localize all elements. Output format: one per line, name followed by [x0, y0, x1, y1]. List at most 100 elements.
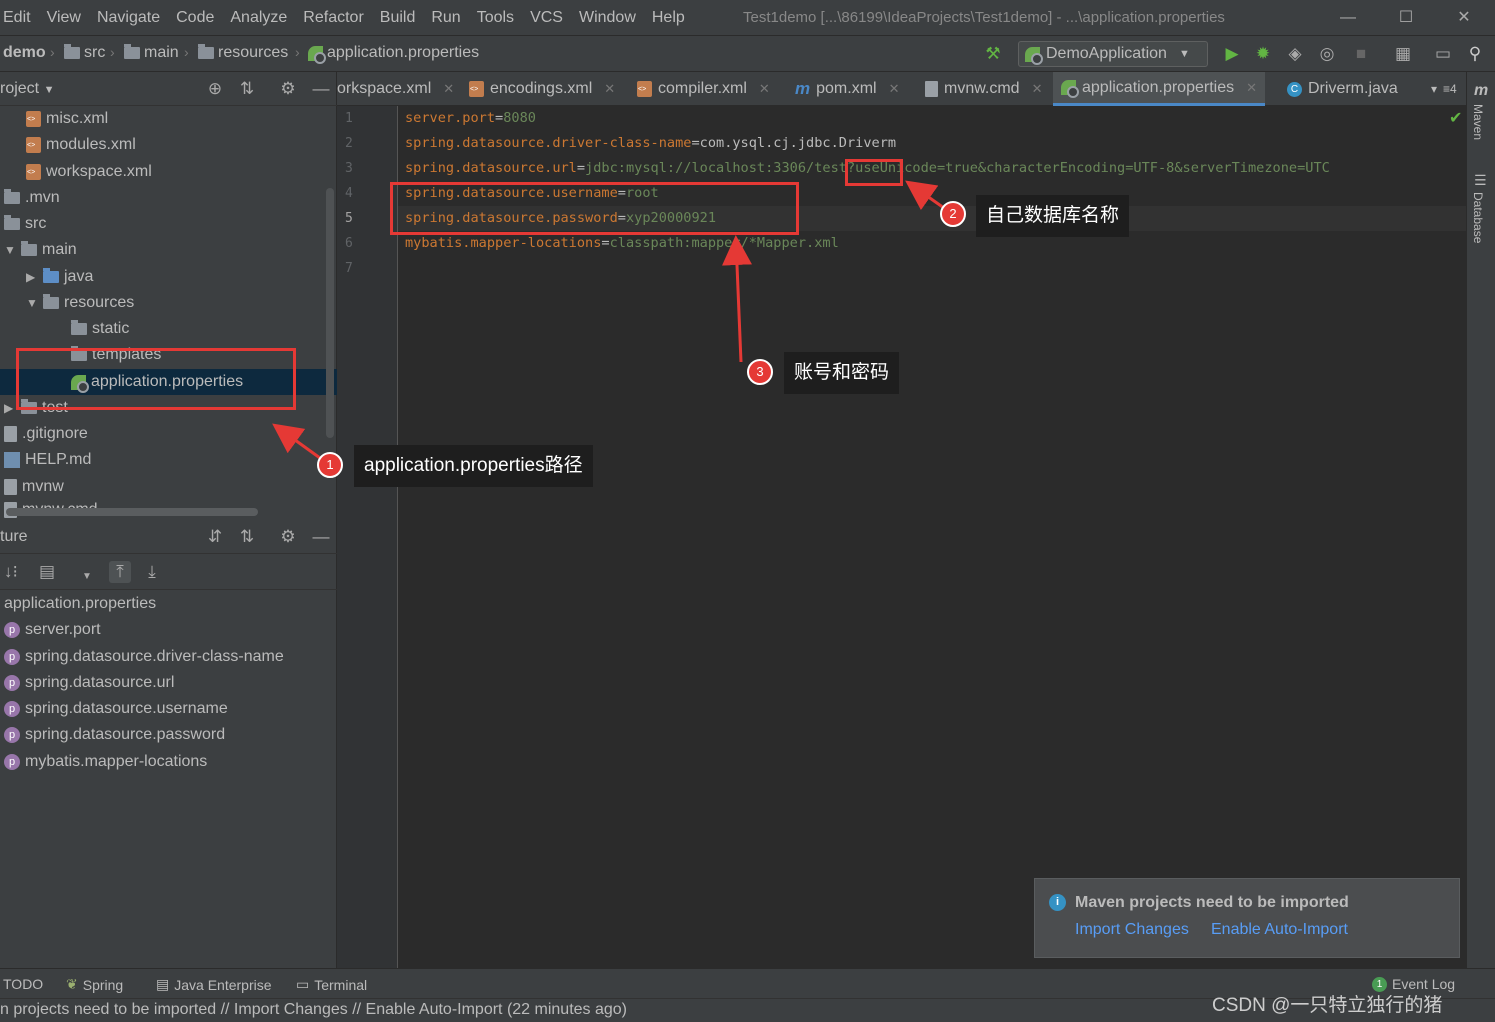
show-fields-icon[interactable]: ▤ — [38, 562, 56, 581]
menu-navigate[interactable]: Navigate — [96, 8, 161, 26]
tree-item-resources[interactable]: ▼resources — [26, 294, 135, 311]
coverage-icon[interactable]: ◈ — [1288, 44, 1302, 63]
inspection-ok-icon[interactable]: ✔ — [1449, 110, 1463, 127]
structure-panel-title[interactable]: ture — [0, 528, 28, 545]
autoscroll-to-source-icon[interactable]: ⤒ — [109, 561, 131, 583]
stop-icon[interactable]: ■ — [1355, 44, 1367, 63]
java-enterprise-tool-button[interactable]: ▤Java Enterprise — [156, 976, 272, 993]
tab-workspace-xml[interactable]: orkspace.xml✕ — [337, 80, 455, 97]
tab-overflow-menu[interactable]: ▾≡4 — [1431, 82, 1457, 96]
menu-refactor[interactable]: Refactor — [303, 8, 364, 26]
gear-icon[interactable]: ⚙ — [280, 527, 296, 546]
menu-view[interactable]: View — [46, 8, 81, 26]
close-icon[interactable]: ✕ — [1246, 79, 1257, 95]
close-icon[interactable]: ✕ — [1031, 81, 1043, 96]
menu-code[interactable]: Code — [176, 8, 215, 26]
tree-item-modules-xml[interactable]: modules.xml — [26, 132, 136, 158]
tab-compiler-xml[interactable]: compiler.xml✕ — [637, 72, 770, 106]
run-configuration-select[interactable]: DemoApplication ▼ — [1018, 41, 1208, 67]
spring-tool-button[interactable]: ❦Spring — [66, 976, 124, 993]
close-icon[interactable]: ✕ — [604, 81, 616, 96]
structure-root[interactable]: application.properties — [4, 595, 157, 612]
sort-alpha-icon[interactable]: ↓⁝ — [4, 562, 18, 581]
debug-icon[interactable]: ✹ — [1255, 44, 1271, 63]
database-tool-button[interactable]: Database — [1471, 192, 1485, 244]
tree-item-mvnw[interactable]: mvnw — [4, 474, 64, 500]
tree-item-application-properties[interactable]: application.properties — [71, 369, 243, 395]
code-editor[interactable]: 1 2 3 4 5 6 7 server.port=8080 spring.da… — [337, 106, 1466, 968]
layout-icon[interactable]: ▭ — [1434, 44, 1452, 63]
tree-vertical-scrollbar[interactable] — [326, 188, 334, 438]
tree-item-static[interactable]: static — [71, 316, 129, 342]
chevron-down-icon[interactable]: ▼ — [26, 296, 38, 310]
breadcrumb-project[interactable]: demo — [3, 44, 46, 61]
maven-icon[interactable]: m — [1474, 82, 1489, 99]
menu-run[interactable]: Run — [431, 8, 461, 26]
project-structure-icon[interactable]: ▦ — [1394, 44, 1412, 63]
breadcrumb-main[interactable]: main — [124, 44, 179, 62]
tree-item-java[interactable]: ▶java — [26, 268, 94, 285]
tree-item-mvn[interactable]: .mvn — [4, 185, 60, 211]
code-line: mybatis.mapper-locations=classpath:mappe… — [405, 235, 839, 251]
breadcrumb-src[interactable]: src — [64, 44, 105, 62]
collapse-all-icon[interactable]: ⇅ — [239, 79, 255, 98]
maven-tool-button[interactable]: Maven — [1471, 104, 1485, 141]
tab-encodings-xml[interactable]: encodings.xml✕ — [469, 72, 615, 106]
close-icon[interactable]: ✕ — [443, 81, 455, 96]
enable-auto-import-link[interactable]: Enable Auto-Import — [1211, 921, 1348, 938]
menu-help[interactable]: Help — [651, 8, 685, 26]
menu-tools[interactable]: Tools — [476, 8, 515, 26]
breadcrumb-resources[interactable]: resources — [198, 44, 288, 62]
profile-icon[interactable]: ◎ — [1319, 44, 1335, 63]
autoscroll-from-source-icon[interactable]: ⤓ — [148, 562, 156, 581]
menu-edit[interactable]: Edit — [3, 8, 31, 26]
status-message[interactable]: n projects need to be imported // Import… — [0, 1001, 628, 1018]
import-changes-link[interactable]: Import Changes — [1075, 921, 1189, 938]
expand-all-icon[interactable]: ⇵ — [207, 527, 223, 546]
build-hammer-icon[interactable]: ⚒ — [985, 44, 1001, 63]
tree-item-workspace-xml[interactable]: workspace.xml — [26, 159, 152, 185]
tree-item-misc-xml[interactable]: misc.xml — [26, 106, 108, 132]
menu-window[interactable]: Window — [578, 8, 636, 26]
chevron-down-icon[interactable]: ▼ — [82, 571, 92, 582]
gear-icon[interactable]: ⚙ — [280, 79, 296, 98]
breadcrumb-file[interactable]: application.properties — [308, 44, 479, 64]
minimize-icon[interactable]: — — [1340, 9, 1356, 26]
menu-analyze[interactable]: Analyze — [230, 8, 288, 26]
tab-mvnw-cmd[interactable]: mvnw.cmd✕ — [925, 72, 1042, 106]
maximize-icon[interactable]: ☐ — [1398, 9, 1414, 26]
menu-build[interactable]: Build — [379, 8, 416, 26]
tab-application-properties[interactable]: application.properties✕ — [1053, 72, 1265, 106]
project-panel-title[interactable]: roject ▼ — [0, 80, 55, 97]
tree-item-src[interactable]: src — [4, 211, 46, 237]
close-icon[interactable]: ✕ — [758, 81, 770, 96]
tree-horizontal-scrollbar[interactable] — [6, 508, 258, 516]
chevron-down-icon[interactable]: ▼ — [4, 243, 16, 257]
close-icon[interactable]: ✕ — [888, 81, 900, 96]
hide-icon[interactable]: — — [312, 527, 330, 546]
tree-item-help-md[interactable]: HELP.md — [4, 447, 91, 473]
close-window-icon[interactable]: ✕ — [1457, 9, 1471, 26]
hide-icon[interactable]: — — [312, 79, 330, 98]
tree-item-main[interactable]: ▼main — [4, 241, 77, 258]
todo-tool-button[interactable]: TODO — [3, 976, 44, 992]
search-icon[interactable]: ⚲ — [1468, 44, 1482, 63]
tree-item-gitignore[interactable]: .gitignore — [4, 421, 88, 447]
chevron-right-icon[interactable]: ▶ — [4, 401, 14, 415]
menu-vcs[interactable]: VCS — [530, 8, 563, 26]
run-icon[interactable]: ▶ — [1225, 44, 1239, 63]
database-icon[interactable]: ☰ — [1474, 172, 1487, 188]
collapse-all-icon[interactable]: ⇅ — [239, 527, 255, 546]
chevron-right-icon[interactable]: ▶ — [26, 270, 36, 284]
terminal-tool-button[interactable]: ▭Terminal — [296, 976, 368, 993]
locate-icon[interactable]: ⊕ — [207, 79, 223, 98]
